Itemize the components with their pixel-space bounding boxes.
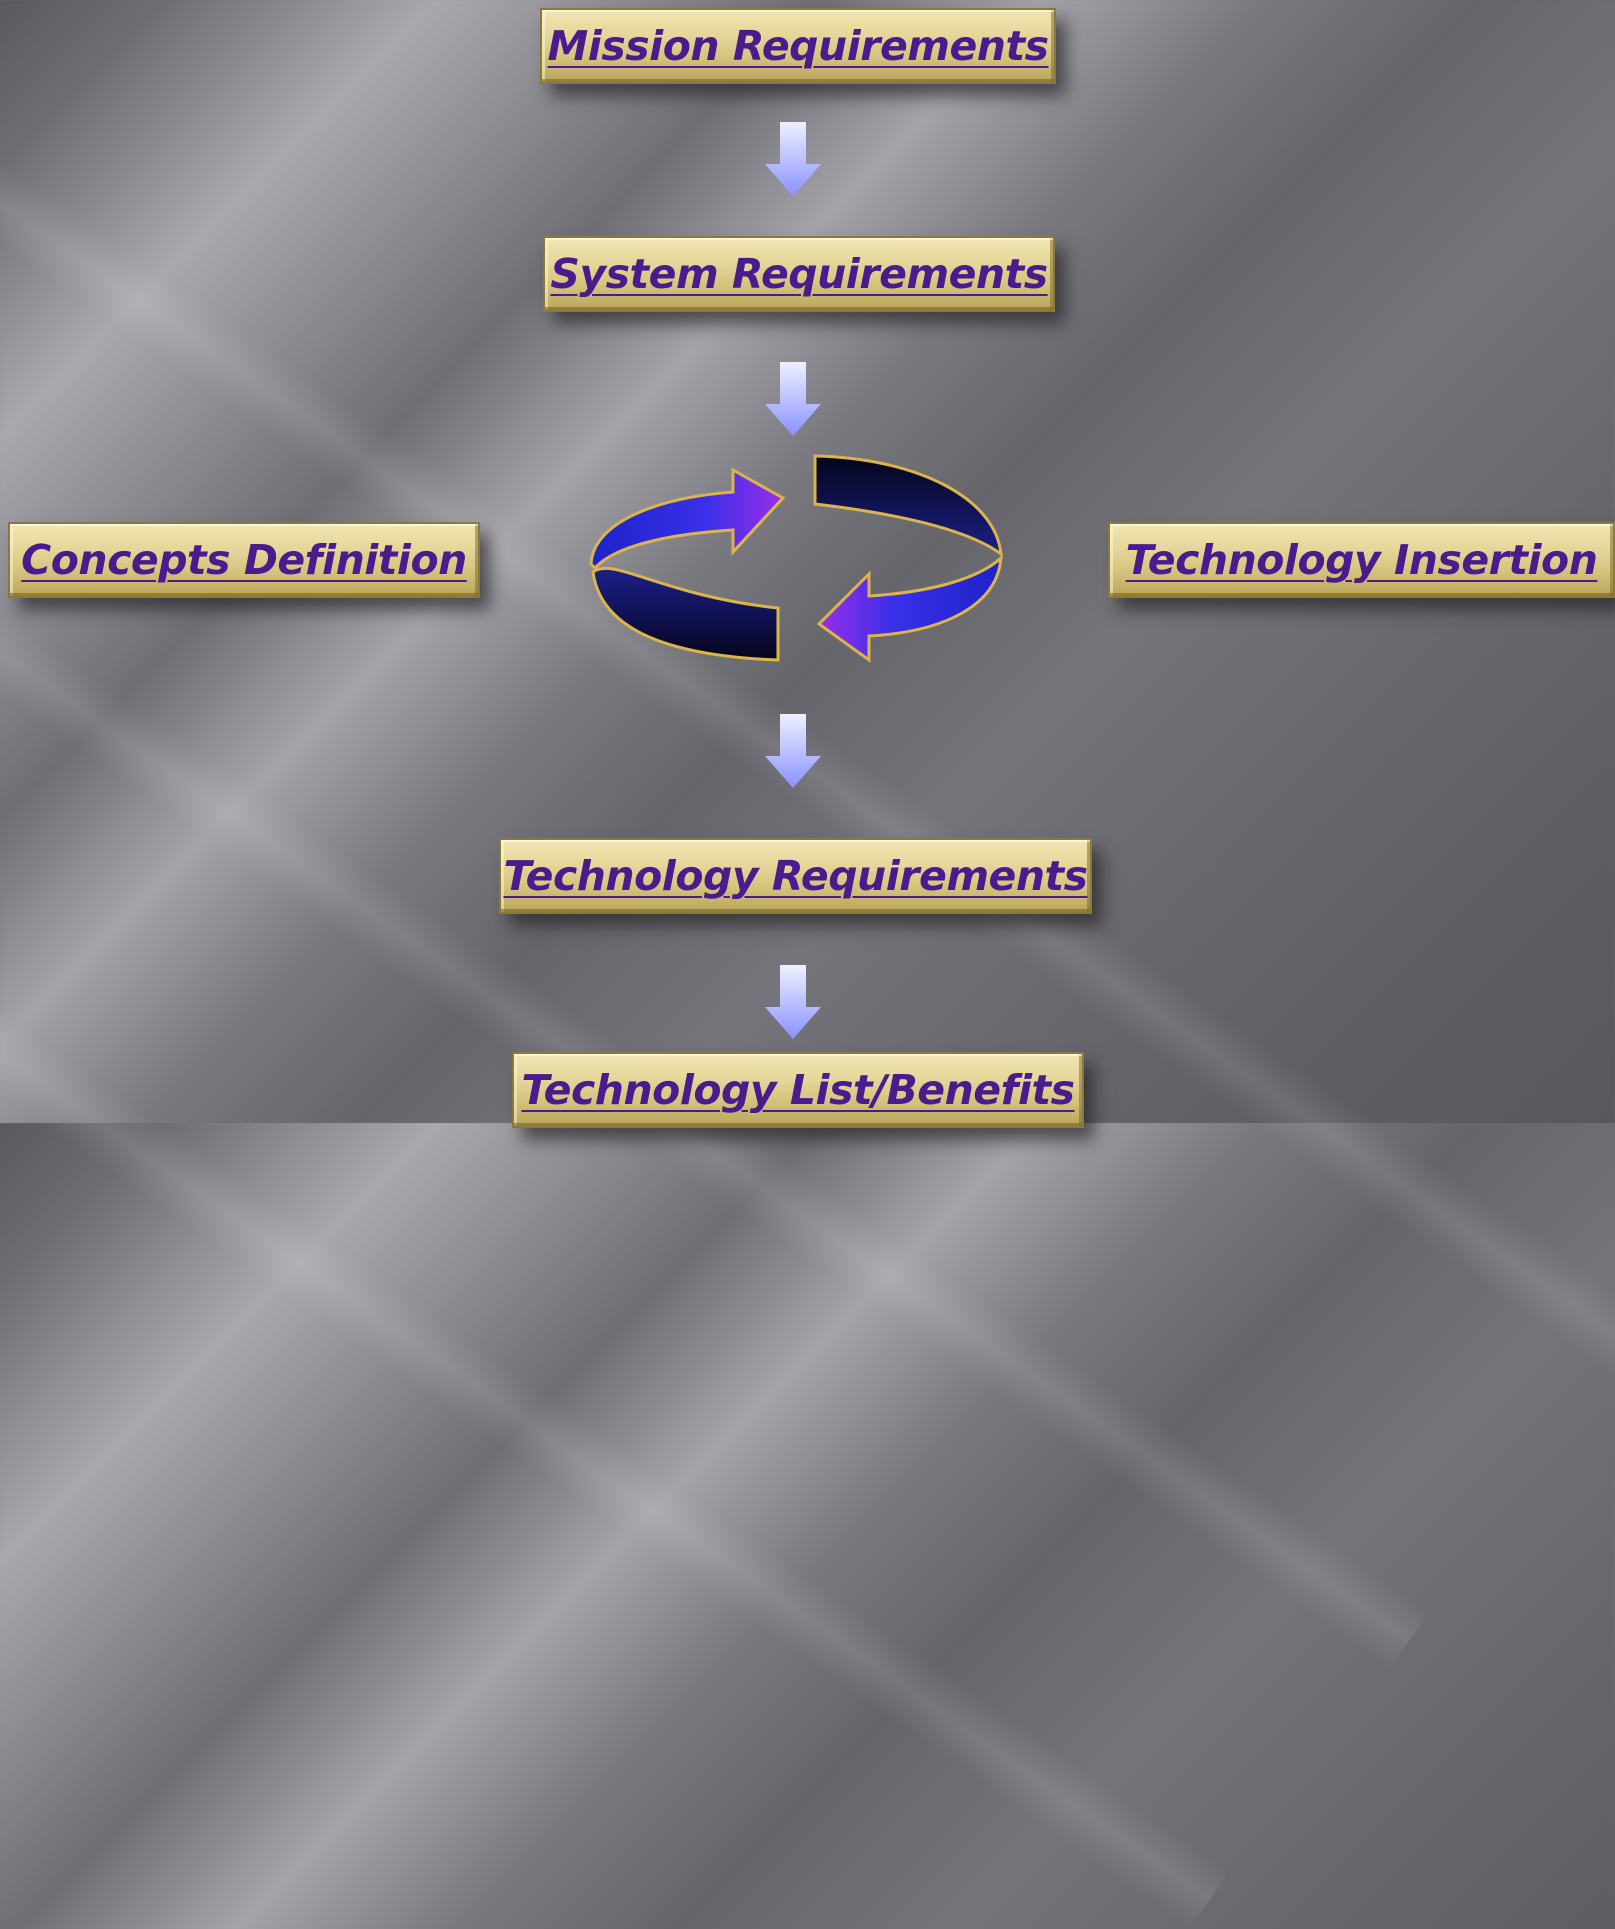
technology-list-benefits-label: Technology List/Benefits	[521, 1066, 1075, 1114]
technology-list-benefits-box: Technology List/Benefits	[512, 1052, 1084, 1128]
down-arrow-icon	[765, 714, 821, 788]
down-arrow-icon	[765, 965, 821, 1039]
mission-requirements-label: Mission Requirements	[547, 22, 1049, 70]
concepts-definition-box: Concepts Definition	[8, 522, 480, 598]
technology-requirements-label: Technology Requirements	[503, 852, 1088, 900]
system-requirements-box: System Requirements	[543, 236, 1055, 312]
system-requirements-label: System Requirements	[550, 250, 1048, 298]
technology-insertion-box: Technology Insertion	[1108, 522, 1615, 598]
down-arrow-icon	[765, 122, 821, 196]
down-arrow-icon	[765, 362, 821, 436]
concepts-definition-label: Concepts Definition	[21, 536, 467, 584]
technology-requirements-box: Technology Requirements	[499, 838, 1092, 914]
mission-requirements-box: Mission Requirements	[540, 8, 1056, 84]
cycle-arrows-icon	[589, 454, 1003, 663]
technology-insertion-label: Technology Insertion	[1125, 536, 1598, 584]
